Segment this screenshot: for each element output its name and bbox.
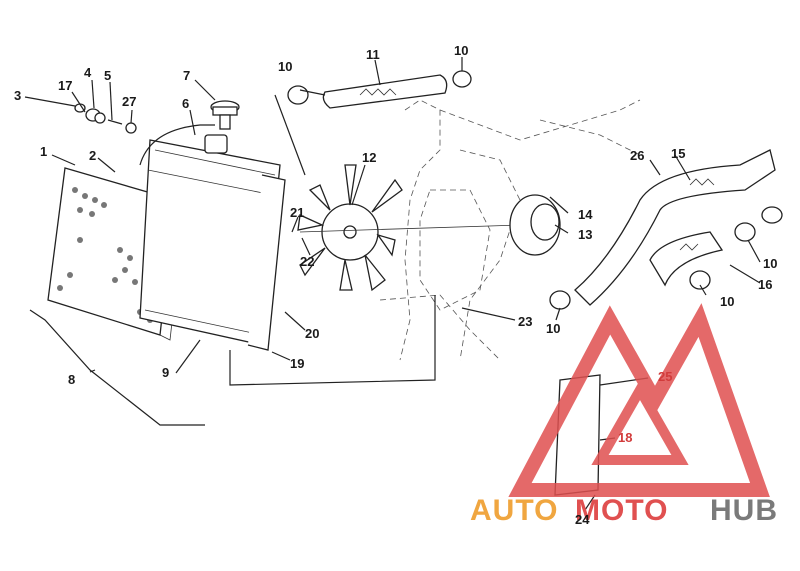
watermark-moto: MOTO — [575, 494, 668, 527]
callout-4: 4 — [84, 65, 92, 80]
callout-8: 8 — [68, 372, 75, 387]
leader-lines — [24, 57, 761, 511]
callout-3: 3 — [14, 88, 21, 103]
callout-15: 15 — [671, 146, 685, 161]
callout-1: 1 — [40, 144, 47, 159]
callout-11: 11 — [366, 47, 380, 62]
callout-26: 26 — [630, 148, 644, 163]
callout-24: 24 — [575, 512, 590, 527]
watermark-auto: AUTO — [470, 494, 558, 527]
callout-10a: 10 — [278, 59, 292, 74]
drain-fittings — [74, 103, 137, 134]
callout-22: 22 — [300, 254, 314, 269]
callout-21: 21 — [290, 205, 304, 220]
callout-18: 18 — [618, 430, 632, 445]
callout-25: 25 — [658, 369, 672, 384]
callout-12: 12 — [362, 150, 376, 165]
watermark-hub: HUB — [710, 494, 778, 527]
chassis-outline — [379, 99, 641, 361]
upper-hose — [322, 74, 448, 109]
callout-13: 13 — [578, 227, 592, 242]
callout-19: 19 — [290, 356, 304, 371]
callout-23: 23 — [518, 314, 532, 329]
hose-clamps — [287, 70, 783, 310]
callout-27: 27 — [122, 94, 136, 109]
radiator-core — [139, 134, 286, 351]
callout-10e: 10 — [546, 321, 560, 336]
watermark-logo — [508, 303, 770, 497]
callout-7: 7 — [183, 68, 190, 83]
callout-16: 16 — [758, 277, 772, 292]
callout-9: 9 — [162, 365, 169, 380]
callout-2: 2 — [89, 148, 96, 163]
callout-14: 14 — [578, 207, 593, 222]
callout-17: 17 — [58, 78, 72, 93]
lower-hoses — [574, 149, 776, 306]
water-pump — [509, 194, 561, 256]
callout-5: 5 — [104, 68, 111, 83]
callout-10c: 10 — [763, 256, 777, 271]
callout-6: 6 — [182, 96, 189, 111]
callout-20: 20 — [305, 326, 319, 341]
cooling-fan — [297, 164, 403, 292]
radiator-cap — [210, 100, 240, 130]
callout-10b: 10 — [454, 43, 468, 58]
callout-10d: 10 — [720, 294, 734, 309]
